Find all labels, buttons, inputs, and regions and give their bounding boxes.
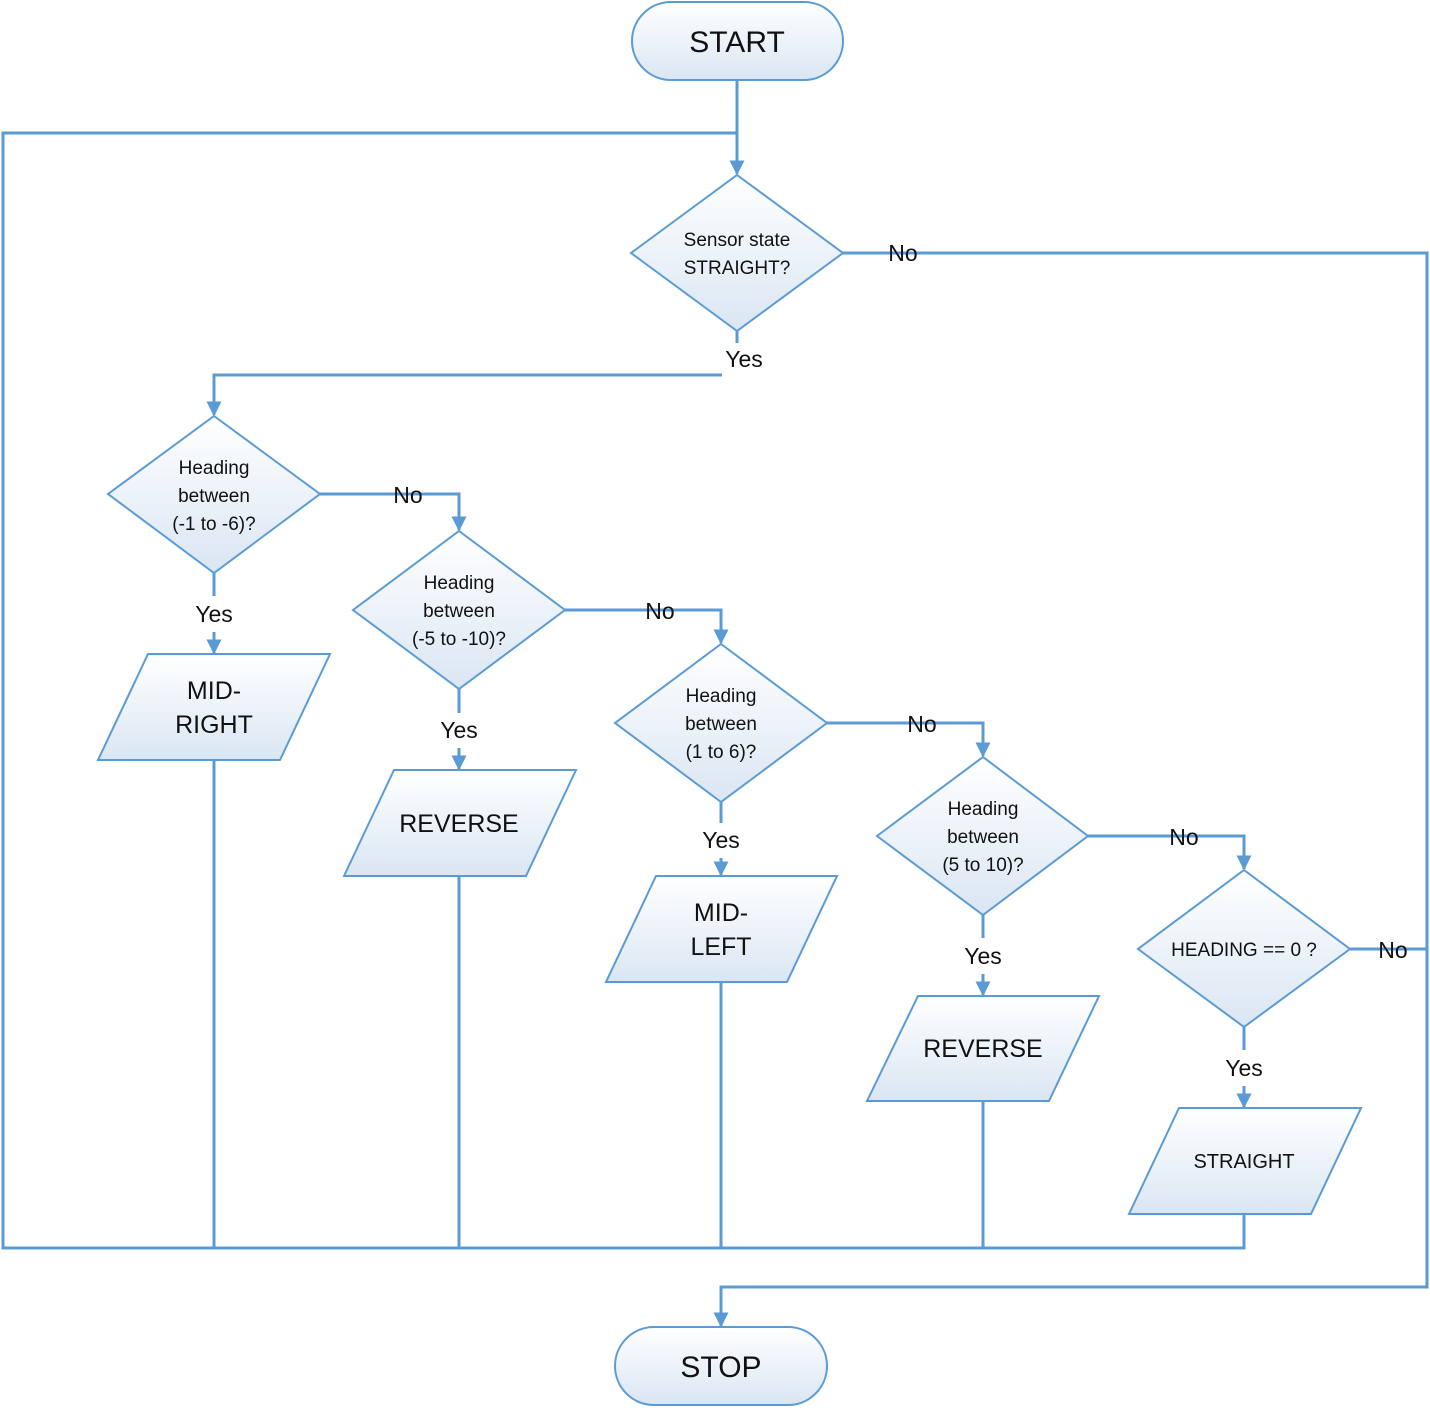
edge-label-sensor-yes: Yes (725, 346, 763, 372)
io-mid-right-label-line2: RIGHT (175, 711, 253, 739)
io-mid-left-label-line1: MID- (694, 899, 748, 927)
io-mid-left (604, 875, 839, 983)
decision-2-label-line1: Heading (424, 573, 495, 594)
decision-heading-neg1-neg6 (106, 414, 322, 575)
edge-label-d3-no: No (907, 711, 936, 737)
edge-label-sensor-no: No (888, 240, 917, 266)
decision-sensor-label-line2: STRAIGHT? (684, 258, 791, 279)
stop-label: STOP (680, 1351, 761, 1384)
start-label: START (689, 26, 785, 59)
decision-4-label-line2: between (947, 827, 1019, 848)
io-reverse-2 (865, 995, 1101, 1102)
edge-label-d1-no: No (393, 482, 422, 508)
edge-label-d5-yes: Yes (1225, 1055, 1263, 1081)
edge-label-d5-no: No (1378, 937, 1407, 963)
edge-label-d4-no: No (1169, 824, 1198, 850)
io-reverse-1 (342, 769, 578, 877)
node-labels: START STOP Sensor state STRAIGHT? Headin… (172, 26, 1317, 1384)
decision-heading-1-6 (613, 642, 829, 804)
decision-heading-neg5-neg10 (351, 529, 567, 691)
edge-d3-no (827, 721, 991, 758)
io-reverse-2-label: REVERSE (923, 1035, 1042, 1063)
decision-3-label-line2: between (685, 714, 757, 735)
edge-label-d3-yes: Yes (702, 827, 740, 853)
edges (1, 80, 1429, 1328)
edge-d2-no (565, 608, 729, 645)
start-terminal (631, 1, 844, 81)
edge-labels: No Yes No Yes No Yes No Yes No Yes No Ye… (195, 240, 1407, 1081)
io-straight-label: STRAIGHT (1193, 1151, 1294, 1173)
edge-loop-back (1, 131, 1246, 1250)
edge-sensor-no (713, 251, 1429, 1328)
edge-d4-no (1088, 834, 1252, 871)
edge-label-d4-yes: Yes (964, 943, 1002, 969)
decision-1-label-line2: between (178, 486, 250, 507)
edge-sensor-yes-to-d1 (206, 373, 722, 417)
decision-5-label: HEADING == 0 ? (1171, 940, 1317, 961)
edge-label-d2-yes: Yes (440, 717, 478, 743)
decision-4-label-line3: (5 to 10)? (942, 855, 1023, 876)
decision-sensor-straight (629, 173, 845, 333)
decision-sensor-label-line1: Sensor state (684, 230, 791, 251)
decision-2-label-line3: (-5 to -10)? (412, 629, 506, 650)
io-mid-left-label-line2: LEFT (690, 933, 751, 961)
io-mid-right (96, 653, 332, 761)
decision-heading-5-10 (875, 755, 1090, 917)
io-mid-right-label-line1: MID- (187, 677, 241, 705)
edge-label-d1-yes: Yes (195, 601, 233, 627)
decision-heading-zero (1136, 868, 1352, 1029)
decision-1-label-line1: Heading (179, 458, 250, 479)
io-reverse-1-label: REVERSE (399, 810, 518, 838)
decision-3-label-line3: (1 to 6)? (686, 742, 757, 763)
decision-1-label-line3: (-1 to -6)? (172, 514, 255, 535)
io-straight (1127, 1107, 1363, 1215)
edge-d1-no (320, 492, 467, 532)
decision-4-label-line1: Heading (948, 799, 1019, 820)
stop-terminal (614, 1326, 828, 1406)
decision-2-label-line2: between (423, 601, 495, 622)
decision-3-label-line1: Heading (686, 686, 757, 707)
edge-label-d2-no: No (645, 598, 674, 624)
nodes (96, 1, 1363, 1406)
